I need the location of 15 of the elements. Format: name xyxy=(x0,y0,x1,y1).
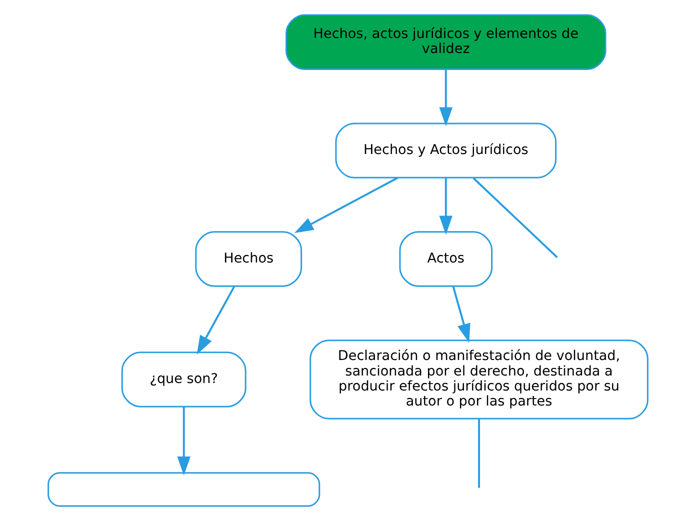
node-box: Hechos xyxy=(195,230,302,286)
connector xyxy=(472,176,558,258)
arrow xyxy=(177,406,190,475)
node-box: Hechos y Actos jurídicos xyxy=(335,122,557,178)
arrow xyxy=(294,176,398,232)
node-box: Hechos, actos jurídicos y elementos de validez xyxy=(286,14,606,70)
node-box: Declaración o manifestación de voluntad, sancionada por el derecho, destinada a producir efectos jurídicos queridos por su autor o por las partes xyxy=(310,339,648,419)
node-box xyxy=(48,472,320,506)
node-box: Actos xyxy=(399,230,493,286)
node-box: ¿que son? xyxy=(121,351,246,407)
arrow xyxy=(439,178,453,234)
arrow xyxy=(439,69,453,126)
connector xyxy=(478,418,480,488)
arrow xyxy=(196,286,236,354)
arrow xyxy=(452,286,470,342)
